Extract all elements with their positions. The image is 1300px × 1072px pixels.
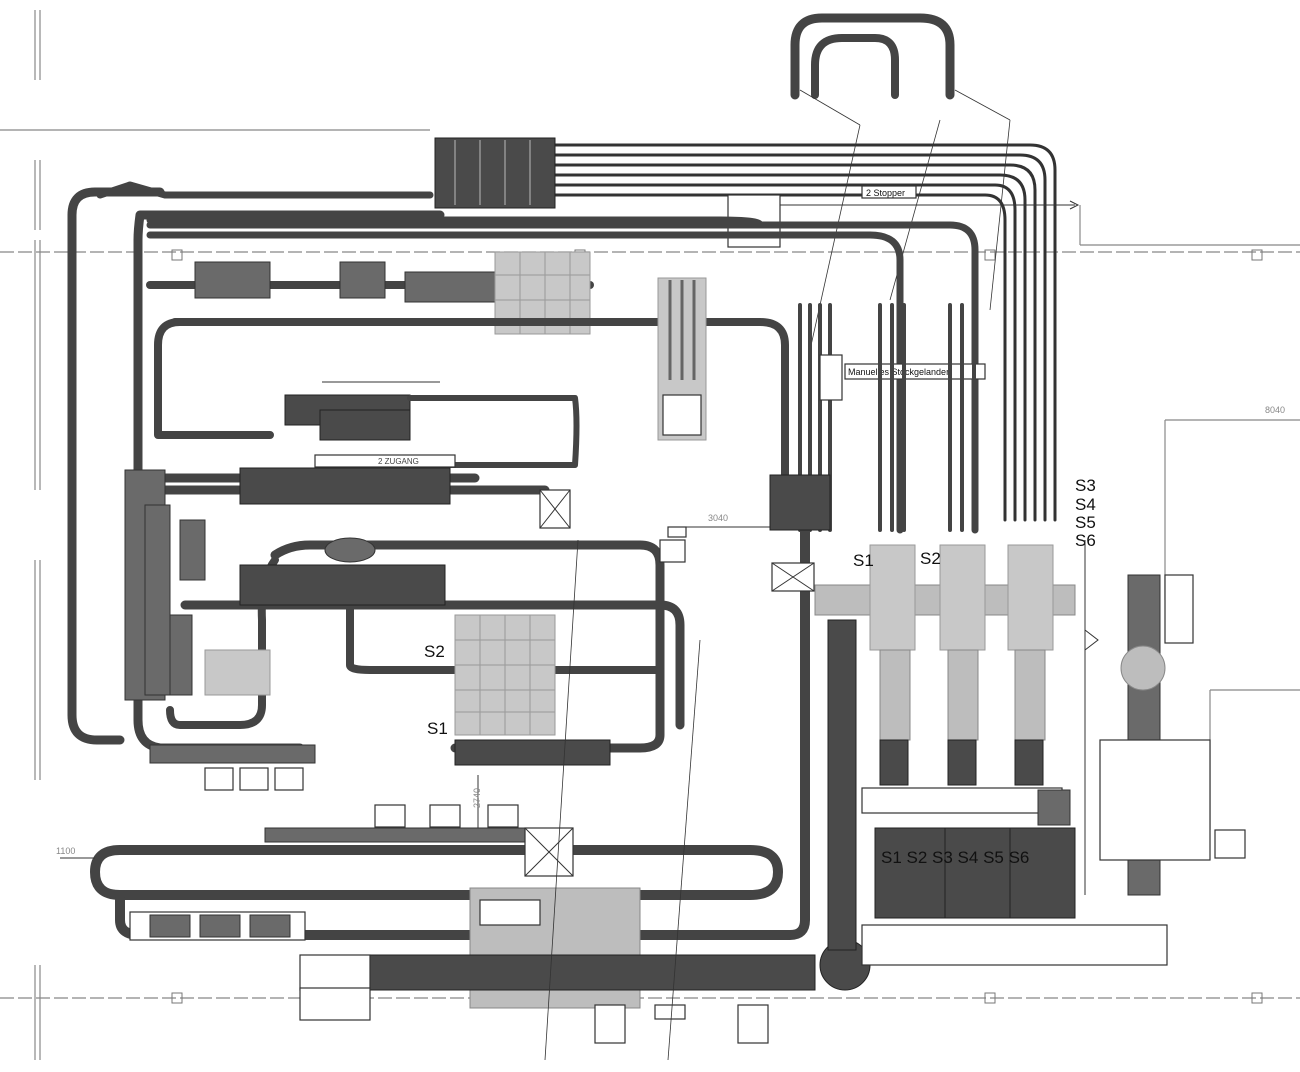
bottom-output-line [299, 539, 871, 1061]
dimension-8040: 8040 [1265, 405, 1285, 415]
s2-upper-label: S2 [920, 549, 941, 568]
s3-label: S3 [1075, 476, 1096, 495]
main-top-conveyor: 2 Stopper [434, 137, 1080, 522]
upper-left-buffers [146, 251, 789, 484]
sorter-area: S1 S2 S3 S4 S5 S6 S1 S2 S3 S4 S5 S6 [814, 476, 1168, 966]
stopper-label: 2 Stopper [866, 188, 905, 198]
note-label-1: 2 ZUGANG [378, 457, 419, 466]
building-walls [0, 10, 1300, 1060]
s1-mid-label: S1 [427, 719, 448, 738]
s2-mid-label: S2 [424, 642, 445, 661]
manual-stacker-label: Manuelles Stockgelander [848, 367, 949, 377]
sorter-feed-vertical: Manuelles Stockgelander [769, 303, 986, 951]
dimension-3040: 3040 [708, 513, 728, 523]
s4-label: S4 [1075, 495, 1096, 514]
right-side-machine: 8040 [1084, 405, 1285, 896]
central-loop: S2 S1 3040 [166, 513, 770, 766]
lower-left-output: 2740 [149, 744, 519, 830]
middle-buffers: 2 ZUGANG [124, 454, 571, 701]
dimension-1100: 1100 [56, 846, 75, 856]
dimension-2740: 2740 [472, 788, 482, 808]
s5-label: S5 [1075, 513, 1096, 532]
bottom-block-label: S1 S2 S3 S4 S5 S6 [881, 848, 1029, 867]
left-outer-loop [67, 181, 979, 753]
s1-upper-label: S1 [853, 551, 874, 570]
